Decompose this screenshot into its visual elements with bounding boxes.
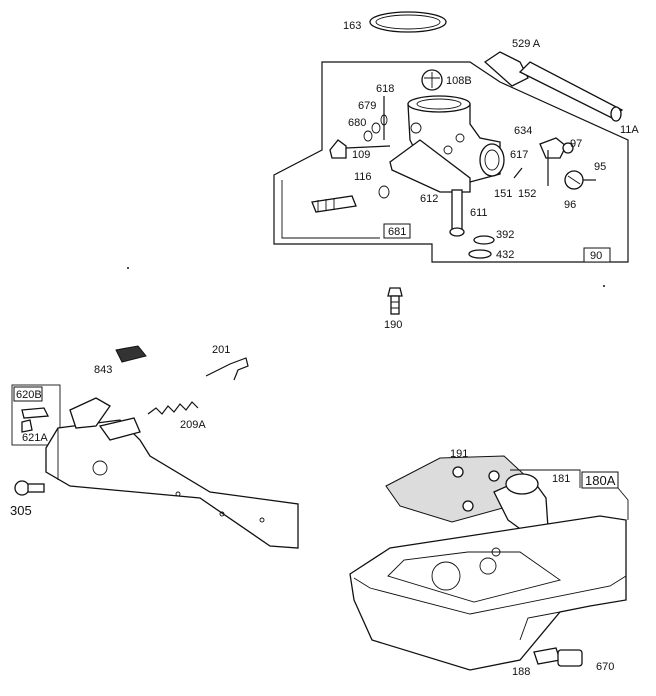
bolt-190: 190 — [384, 287, 403, 331]
label-109: 109 — [352, 149, 370, 161]
label-617: 617 — [510, 149, 528, 161]
bowl-bolt — [449, 189, 465, 237]
label-681: 681 — [388, 226, 406, 238]
label-680: 680 — [348, 117, 366, 129]
label-116: 116 — [354, 171, 372, 183]
label-621a: 621A — [22, 432, 48, 444]
label-95: 95 — [594, 161, 606, 173]
choke-knob-108b — [421, 69, 443, 91]
label-97: 97 — [570, 138, 582, 150]
label-151: 151 — [494, 188, 512, 200]
gasket-ring-163 — [369, 11, 447, 33]
label-611: 611 — [470, 207, 488, 219]
carburetor-assembly: 163 529 A 108B 618 679 680 109 634 97 11… — [273, 11, 639, 263]
label-432: 432 — [496, 249, 514, 261]
label-152: 152 — [518, 188, 536, 200]
label-618: 618 — [376, 83, 394, 95]
label-191: 191 — [450, 448, 468, 460]
label-108b: 108B — [446, 75, 472, 87]
label-679: 679 — [358, 100, 376, 112]
label-634: 634 — [514, 125, 532, 137]
carburetor-body — [389, 95, 505, 193]
label-620b: 620B — [16, 389, 42, 401]
washers — [468, 235, 495, 259]
label-11a: 11A — [620, 124, 639, 136]
label-163: 163 — [343, 20, 361, 32]
label-843: 843 — [94, 364, 112, 376]
label-529a: 529 A — [512, 38, 541, 50]
label-190: 190 — [384, 319, 402, 331]
control-bracket-assembly: 843 201 209A 620B 621A 305 — [10, 344, 299, 549]
fuel-tank-assembly: 191 181 180A 188 670 — [349, 448, 629, 678]
choke-linkage — [513, 137, 596, 190]
fuel-pipe — [483, 51, 624, 122]
throttle-linkage — [329, 96, 391, 159]
label-201: 201 — [212, 344, 230, 356]
label-90: 90 — [590, 250, 602, 262]
label-670: 670 — [596, 661, 614, 673]
label-180a: 180A — [585, 473, 616, 488]
label-209a: 209A — [180, 419, 206, 431]
label-181: 181 — [552, 473, 570, 485]
label-392: 392 — [496, 229, 514, 241]
label-188: 188 — [512, 666, 530, 678]
needle-valve-116 — [311, 185, 390, 213]
label-305: 305 — [10, 503, 32, 518]
label-96: 96 — [564, 199, 576, 211]
label-612: 612 — [420, 193, 438, 205]
